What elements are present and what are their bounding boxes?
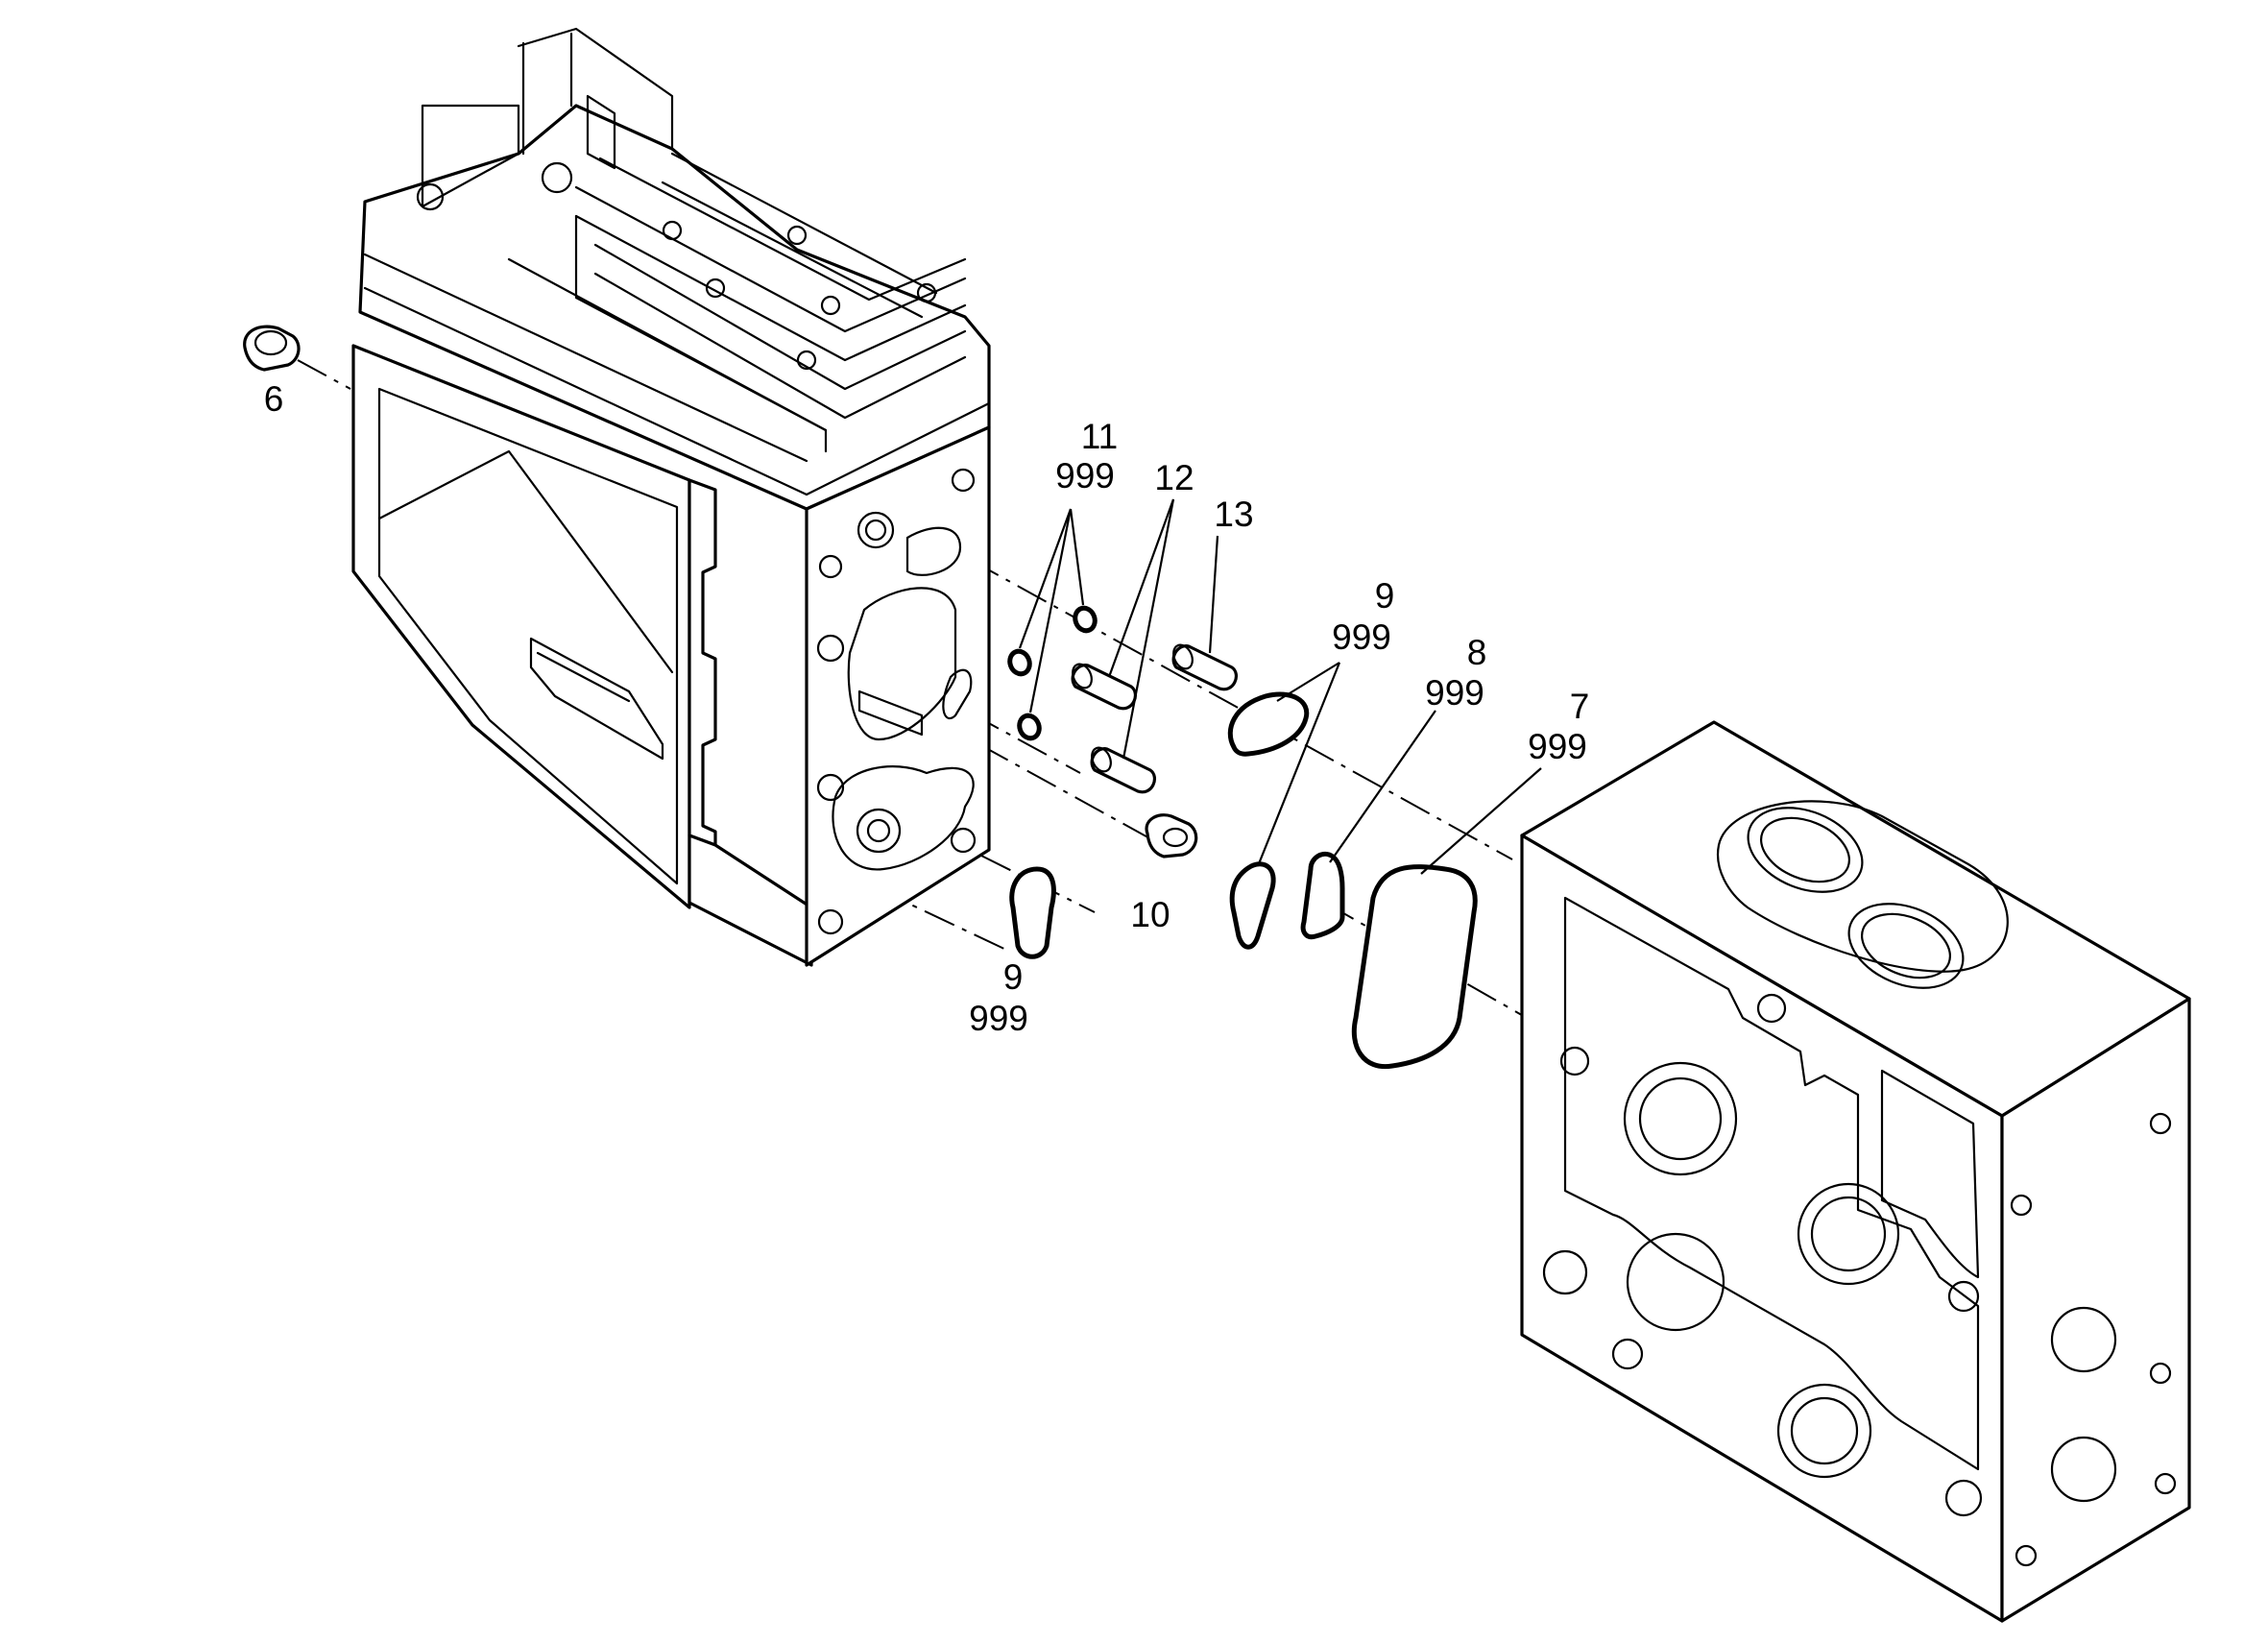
housing-top-cover — [358, 104, 991, 511]
leader-lines — [1018, 498, 1542, 875]
callout-code: 999 — [1425, 673, 1484, 713]
callout-code: 999 — [1528, 727, 1587, 766]
part-12-sleeves — [1071, 663, 1156, 794]
heatsink-fins — [507, 152, 967, 453]
part-11-o-rings — [1007, 605, 1098, 741]
callout-code: 999 — [969, 999, 1028, 1038]
valve-block — [1520, 720, 2191, 1623]
part-10-fitting — [1145, 813, 1198, 858]
part-9-seal-upper — [1227, 691, 1310, 757]
callout-number: 7 — [1570, 687, 1590, 726]
callout-13: 13 — [1214, 495, 1253, 534]
callout-number: 6 — [264, 379, 284, 419]
callout-number: 11 — [1081, 417, 1118, 456]
callout-11: 11 999 — [1055, 417, 1118, 496]
callout-number: 10 — [1130, 895, 1170, 934]
housing-side-face — [351, 344, 691, 909]
part-9-seal-lower — [1009, 866, 1056, 959]
callout-number: 12 — [1154, 458, 1194, 497]
callout-8: 8 999 — [1425, 633, 1486, 713]
callout-number: 13 — [1214, 495, 1253, 534]
callout-number: 9 — [1375, 576, 1395, 616]
part-8-seal — [1300, 851, 1345, 940]
electronic-module-housing — [351, 27, 991, 967]
part-6-plug — [243, 325, 301, 372]
part-9-seal-middle — [1229, 861, 1276, 950]
cover-screws — [416, 161, 937, 371]
housing-mounting-face — [805, 425, 991, 967]
callout-9-lower: 9 999 — [969, 957, 1028, 1038]
part-13-sleeve — [1171, 643, 1238, 691]
callout-code: 999 — [1055, 456, 1115, 496]
callout-number: 9 — [1003, 957, 1024, 997]
callout-6: 6 — [264, 379, 284, 419]
callout-number: 8 — [1467, 633, 1487, 672]
callout-9-upper: 9 999 — [1332, 576, 1394, 657]
part-7-seal — [1351, 864, 1478, 1070]
callout-12: 12 — [1154, 458, 1194, 497]
callout-7: 7 999 — [1528, 687, 1589, 766]
callout-10: 10 — [1130, 895, 1170, 934]
callout-code: 999 — [1332, 617, 1391, 657]
